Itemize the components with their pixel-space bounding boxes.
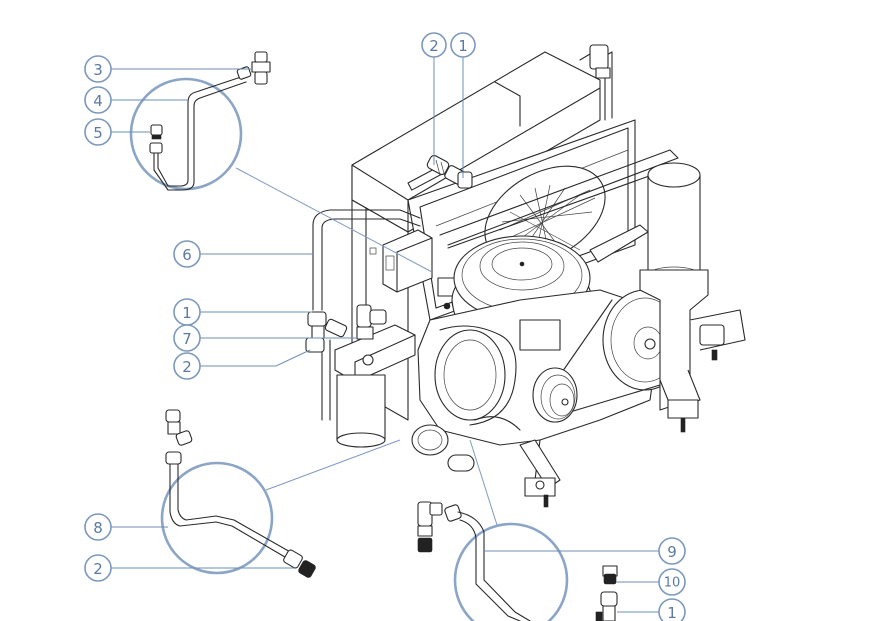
pressure-switch <box>382 229 457 310</box>
svg-text:5: 5 <box>93 124 103 142</box>
detail-b-circle <box>160 461 274 575</box>
detail-a <box>129 51 433 273</box>
svg-text:1: 1 <box>458 37 468 55</box>
svg-text:8: 8 <box>93 519 103 537</box>
svg-text:9: 9 <box>667 543 677 561</box>
leader-lines <box>111 57 660 613</box>
callouts: 3 4 5 2 1 6 1 7 2 8 2 9 10 1 <box>84 32 686 621</box>
compressor-body <box>417 289 661 508</box>
callout-1-topmid[interactable]: 1 <box>450 32 476 58</box>
svg-text:1: 1 <box>182 304 192 322</box>
svg-text:4: 4 <box>93 92 103 110</box>
cooler-pipes <box>439 44 681 249</box>
separator-tank <box>639 162 746 433</box>
callout-5-top[interactable]: 5 <box>84 118 112 146</box>
svg-text:2: 2 <box>93 560 103 578</box>
small-pulley <box>532 367 578 423</box>
callout-2-left[interactable]: 2 <box>173 352 201 380</box>
oil-filter <box>334 324 416 448</box>
callout-4-top[interactable]: 4 <box>84 86 112 114</box>
discharge-port <box>411 416 521 472</box>
svg-text:3: 3 <box>93 61 103 79</box>
callout-10-bottom[interactable]: 10 <box>658 568 686 596</box>
svg-text:2: 2 <box>429 37 439 55</box>
detail-a-circle <box>129 77 243 191</box>
oil-filter-fittings <box>305 304 387 353</box>
compressor-assembly <box>305 44 746 508</box>
svg-text:6: 6 <box>182 246 192 264</box>
detail-c <box>417 439 618 621</box>
svg-text:1: 1 <box>667 604 677 621</box>
drive-belt <box>557 299 613 379</box>
callout-2-bottom[interactable]: 2 <box>84 554 112 582</box>
drive-belt-lower <box>569 384 661 413</box>
detail-c-circle <box>453 522 569 621</box>
callout-6-left[interactable]: 6 <box>173 240 201 268</box>
callout-3-top[interactable]: 3 <box>84 55 112 83</box>
svg-text:2: 2 <box>182 358 192 376</box>
callout-7-left[interactable]: 7 <box>173 324 201 352</box>
callout-2-topmid[interactable]: 2 <box>421 32 447 58</box>
svg-text:7: 7 <box>182 330 192 348</box>
vertical-cooler-pipe <box>312 209 421 421</box>
callout-8-bottom[interactable]: 8 <box>84 513 112 541</box>
callout-1-left[interactable]: 1 <box>173 298 201 326</box>
callout-1-bottom[interactable]: 1 <box>658 598 686 621</box>
callout-9-bottom[interactable]: 9 <box>658 537 686 565</box>
detail-c-parts <box>417 501 618 621</box>
svg-text:10: 10 <box>664 576 681 591</box>
detail-b <box>160 409 401 578</box>
cooler-fittings <box>426 154 473 189</box>
detail-a-parts <box>149 51 271 191</box>
detail-b-parts <box>165 409 316 578</box>
